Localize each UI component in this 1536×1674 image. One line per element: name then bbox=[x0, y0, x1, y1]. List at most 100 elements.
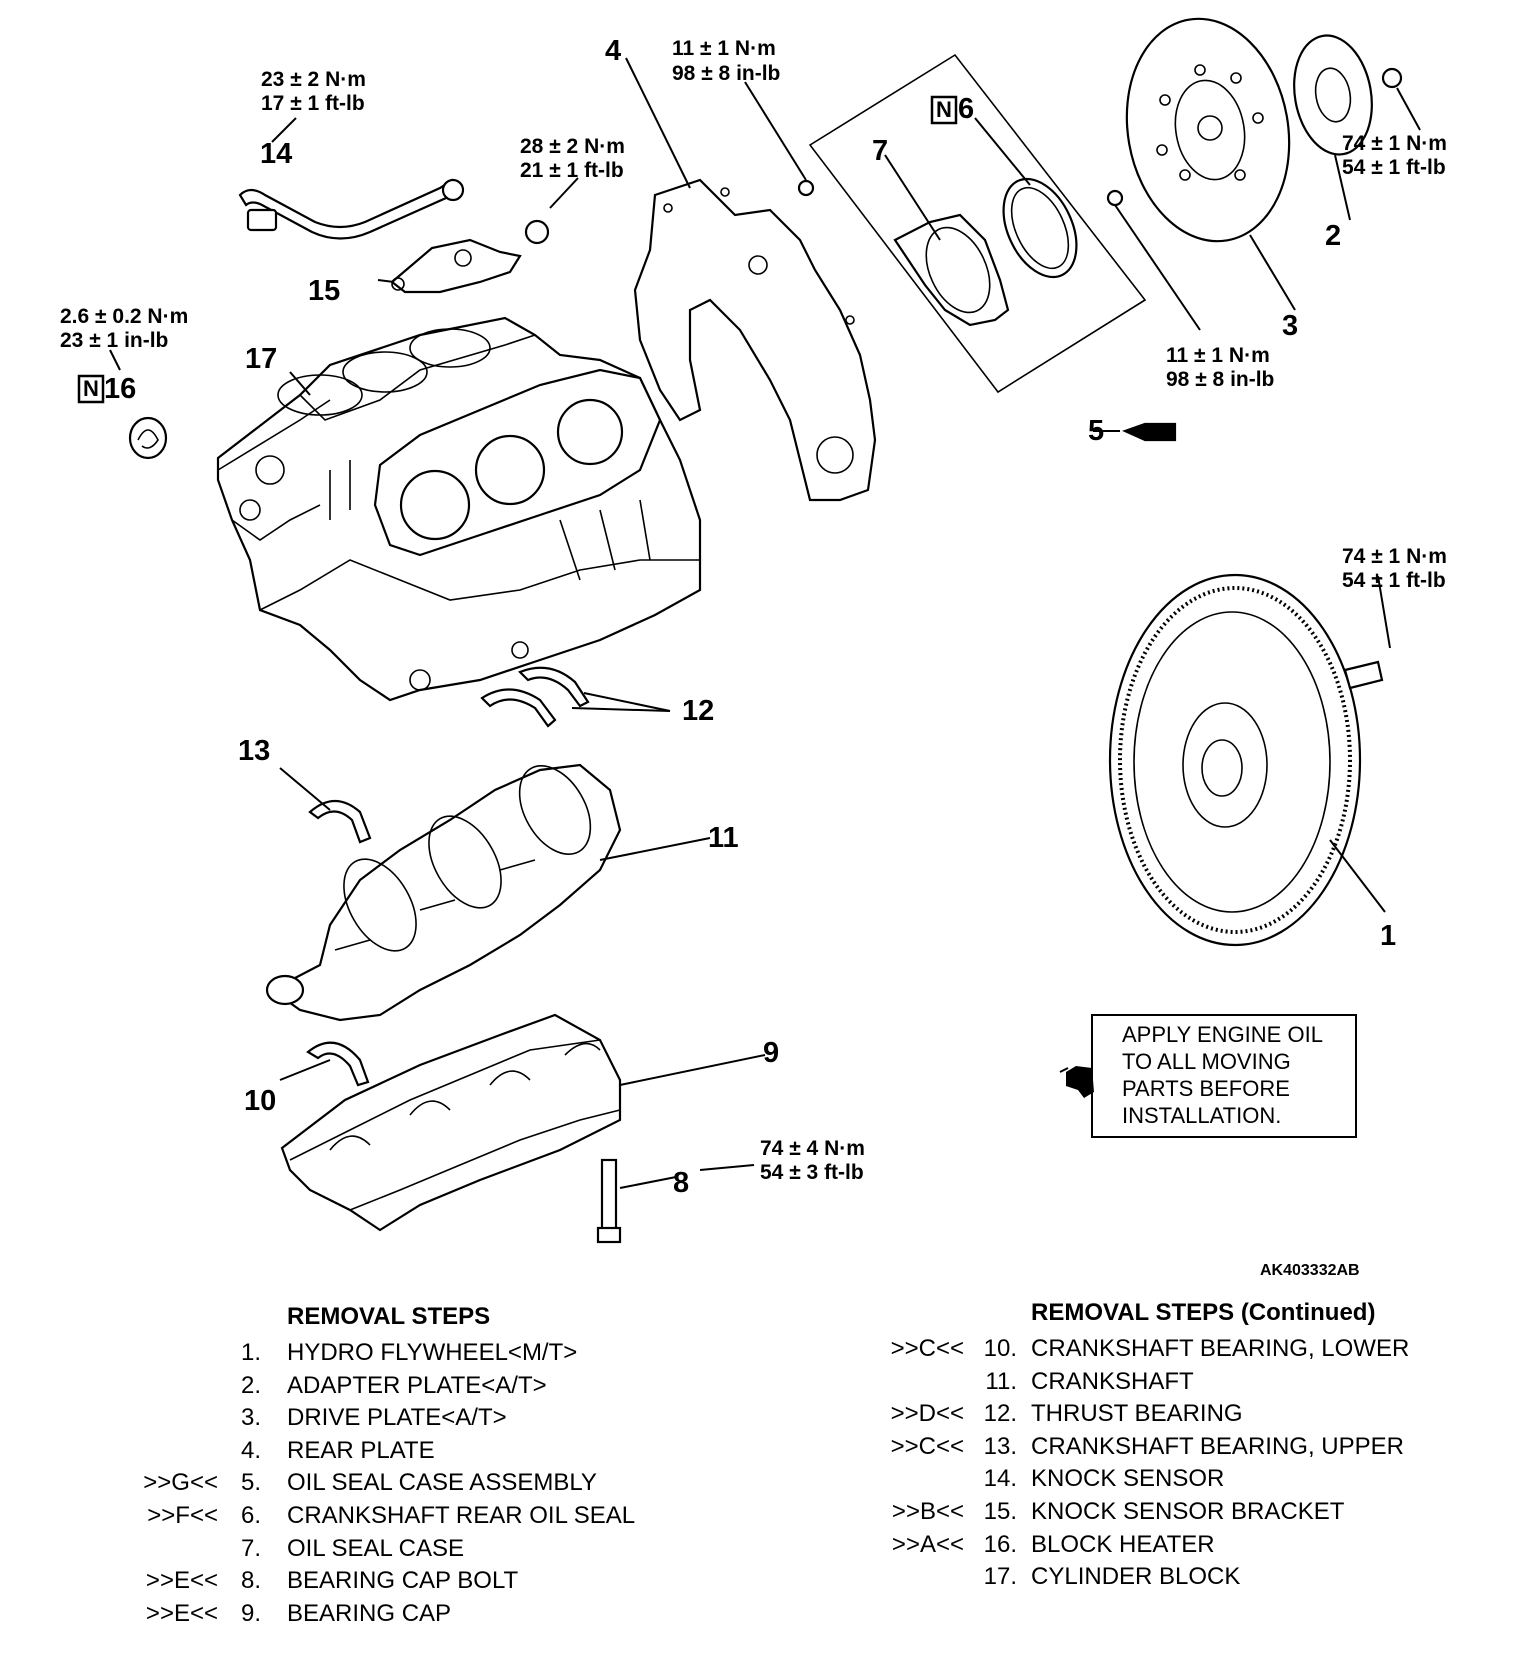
callout-13: 13 bbox=[238, 735, 270, 767]
torque-3-ft: 98 ± 8 in-lb bbox=[1166, 368, 1274, 391]
sealant-icon bbox=[1122, 422, 1177, 442]
step-label: BLOCK HEATER bbox=[1031, 1530, 1215, 1558]
step-procedure-marker: >>C<< bbox=[890, 1335, 964, 1362]
removal-step-row: 11. CRANKSHAFT bbox=[760, 1365, 1536, 1398]
callout-4: 4 bbox=[605, 35, 621, 67]
removal-step-row: 1.HYDRO FLYWHEEL<M/T> bbox=[0, 1336, 760, 1369]
removal-step-row: 17.CYLINDER BLOCK bbox=[760, 1560, 1536, 1593]
removal-step-row: >>F<<6.CRANKSHAFT REAR OIL SEAL bbox=[0, 1499, 760, 1532]
step-procedure-marker: >>C<< bbox=[890, 1432, 964, 1460]
step-number: 12. bbox=[983, 1400, 1017, 1428]
removal-step-row: >>G<< 5. OIL SEAL CASE ASSEMBLY bbox=[0, 1466, 760, 1499]
step-number: 7. bbox=[240, 1534, 261, 1562]
step-label: ADAPTER PLATE<A/T> bbox=[287, 1371, 547, 1399]
callout-9: 9 bbox=[763, 1037, 779, 1069]
step-label: HYDRO FLYWHEEL<M/T> bbox=[287, 1339, 578, 1366]
step-label: OIL SEAL CASE ASSEMBLY bbox=[287, 1469, 597, 1497]
step-label: KNOCK SENSOR BRACKET bbox=[1031, 1498, 1345, 1525]
step-number: 9. bbox=[240, 1599, 261, 1627]
oil-note-line-3: PARTS BEFORE bbox=[1122, 1076, 1290, 1101]
step-number: 14. bbox=[983, 1465, 1017, 1493]
step-label: DRIVE PLATE<A/T> bbox=[287, 1404, 507, 1432]
step-procedure-marker: >>B<< bbox=[891, 1498, 964, 1525]
svg-text:N: N bbox=[83, 376, 99, 401]
step-label: CRANKSHAFT bbox=[1031, 1367, 1194, 1395]
removal-steps-left: REMOVAL STEPS 1.HYDRO FLYWHEEL<M/T>2. ADA… bbox=[0, 1300, 760, 1660]
step-number: 2. bbox=[240, 1371, 261, 1399]
block-heater bbox=[128, 416, 168, 460]
step-procedure-marker: >>G<< bbox=[143, 1469, 218, 1497]
torque-1-nm: 74 ± 1 N·m bbox=[1342, 545, 1447, 568]
torque-4-ft: 98 ± 8 in-lb bbox=[672, 62, 780, 85]
oil-note-box: APPLY ENGINE OIL TO ALL MOVING PARTS BEF… bbox=[1091, 1014, 1357, 1138]
step-number: 4. bbox=[240, 1436, 261, 1464]
torque-2-nm: 74 ± 1 N·m bbox=[1342, 132, 1447, 155]
callout-1: 1 bbox=[1380, 920, 1396, 952]
step-procedure-marker: >>D<< bbox=[890, 1400, 964, 1428]
step-procedure-marker: >>E<< bbox=[145, 1599, 218, 1627]
callouts: 1 2 3 4 5 6 7 8 9 10 11 12 13 14 15 16 1… bbox=[104, 35, 1396, 1199]
drive-plate bbox=[1125, 17, 1291, 243]
oil-note-line-2: TO ALL MOVING bbox=[1122, 1049, 1291, 1074]
exploded-parts-diagram: APPLY ENGINE OIL TO ALL MOVING PARTS BEF… bbox=[60, 17, 1447, 1279]
removal-steps-title: REMOVAL STEPS bbox=[287, 1303, 491, 1330]
new-part-mark-16: N bbox=[77, 374, 105, 404]
removal-step-row: >>A<<16.BLOCK HEATER bbox=[760, 1528, 1536, 1561]
step-label: BEARING CAP BOLT bbox=[287, 1567, 519, 1595]
step-label: OIL SEAL CASE bbox=[287, 1534, 464, 1562]
torque-specs: 23 ± 2 N·m 17 ± 1 ft-lb 28 ± 2 N·m 21 ± … bbox=[60, 37, 1447, 1184]
callout-10: 10 bbox=[244, 1085, 276, 1117]
step-label: REAR PLATE bbox=[287, 1436, 435, 1464]
torque-15-ft: 21 ± 1 ft-lb bbox=[520, 159, 624, 182]
torque-2-ft: 54 ± 1 ft-lb bbox=[1342, 156, 1446, 179]
oil-note-line-1: APPLY ENGINE OIL bbox=[1122, 1022, 1323, 1047]
torque-8-ft: 54 ± 3 ft-lb bbox=[760, 1161, 864, 1184]
callout-3: 3 bbox=[1282, 310, 1298, 342]
torque-14-nm: 23 ± 2 N·m bbox=[261, 68, 366, 91]
callout-12: 12 bbox=[682, 695, 714, 727]
removal-steps-continued-title: REMOVAL STEPS (Continued) bbox=[1031, 1299, 1376, 1326]
removal-step-row: 14.KNOCK SENSOR bbox=[760, 1462, 1536, 1495]
oil-note-line-4: INSTALLATION. bbox=[1122, 1103, 1281, 1128]
drive-plate-bolt bbox=[1106, 189, 1124, 207]
step-label: CRANKSHAFT REAR OIL SEAL bbox=[287, 1502, 636, 1529]
callout-7: 7 bbox=[872, 135, 888, 167]
figure-code: AK403332AB bbox=[1260, 1262, 1360, 1279]
removal-steps-right: REMOVAL STEPS (Continued) >>C<< 10. CRANKS… bbox=[760, 1299, 1536, 1630]
torque-4-nm: 11 ± 1 N·m bbox=[672, 37, 776, 60]
callout-17: 17 bbox=[245, 343, 277, 375]
new-part-mark-6: N bbox=[930, 95, 958, 125]
step-procedure-marker: >>A<< bbox=[891, 1530, 964, 1558]
cylinder-block bbox=[216, 316, 702, 702]
step-number: 3. bbox=[240, 1404, 261, 1432]
step-number: 15. bbox=[983, 1498, 1017, 1525]
crankshaft-rear-oil-seal bbox=[1002, 177, 1078, 279]
rear-plate bbox=[633, 178, 877, 502]
step-label: CRANKSHAFT BEARING, LOWER bbox=[1031, 1335, 1410, 1362]
removal-step-row: >>C<< 10. CRANKSHAFT BEARING, LOWER bbox=[760, 1332, 1536, 1365]
step-number: 5. bbox=[240, 1469, 261, 1497]
callout-2: 2 bbox=[1325, 220, 1341, 252]
adapter-plate-bolt bbox=[1381, 67, 1403, 89]
svg-text:N: N bbox=[936, 97, 952, 122]
hydro-flywheel bbox=[1108, 573, 1384, 947]
torque-15-nm: 28 ± 2 N·m bbox=[520, 135, 625, 158]
removal-step-row: >>D<<12.THRUST BEARING bbox=[760, 1397, 1536, 1430]
step-number: 11. bbox=[985, 1367, 1017, 1395]
step-number: 17. bbox=[983, 1563, 1017, 1591]
oil-seal-case-assembly-box bbox=[808, 53, 1147, 394]
step-number: 10. bbox=[983, 1335, 1017, 1362]
callout-8: 8 bbox=[673, 1167, 689, 1199]
removal-step-row: 3. DRIVE PLATE<A/T> bbox=[0, 1401, 760, 1434]
step-number: 13. bbox=[983, 1432, 1017, 1460]
crankshaft-bearing-lower bbox=[306, 1041, 370, 1087]
callout-5: 5 bbox=[1088, 415, 1104, 447]
removal-step-row: 7. OIL SEAL CASE bbox=[0, 1532, 760, 1565]
torque-16-ft: 23 ± 1 in-lb bbox=[60, 329, 168, 352]
torque-14-ft: 17 ± 1 ft-lb bbox=[261, 92, 365, 115]
bearing-cap-bolt bbox=[596, 1158, 622, 1244]
step-label: BEARING CAP bbox=[287, 1599, 452, 1627]
thrust-bearing bbox=[480, 666, 590, 728]
oil-can-icon bbox=[1059, 1066, 1094, 1098]
removal-step-row: 2. ADAPTER PLATE<A/T> bbox=[0, 1369, 760, 1402]
